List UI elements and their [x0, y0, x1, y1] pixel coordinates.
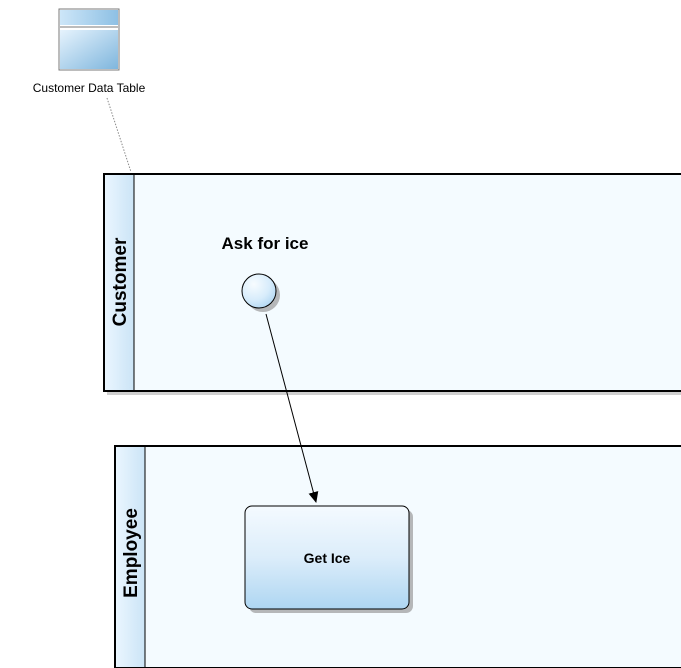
- pool-employee-label: Employee: [121, 508, 142, 598]
- task-label: Get Ice: [304, 550, 351, 566]
- data-object-label: Customer Data Table: [33, 81, 146, 95]
- task-get-ice[interactable]: Get Ice: [244, 505, 413, 613]
- start-event-ask-for-ice[interactable]: Ask for ice: [222, 234, 309, 312]
- association-line: [106, 97, 132, 173]
- data-object-customer-data-table[interactable]: Customer Data Table: [33, 8, 146, 95]
- pool-customer-label: Customer: [110, 237, 131, 326]
- pool-employee-header: [116, 447, 145, 667]
- task-box: [244, 505, 410, 610]
- sequence-flow-arrow[interactable]: [265, 313, 319, 503]
- pool-customer-header: [105, 175, 134, 390]
- pool-customer[interactable]: Customer: [103, 173, 681, 395]
- start-event-label: Ask for ice: [222, 234, 309, 253]
- table-icon: [58, 8, 120, 71]
- start-event-circle: [241, 273, 277, 309]
